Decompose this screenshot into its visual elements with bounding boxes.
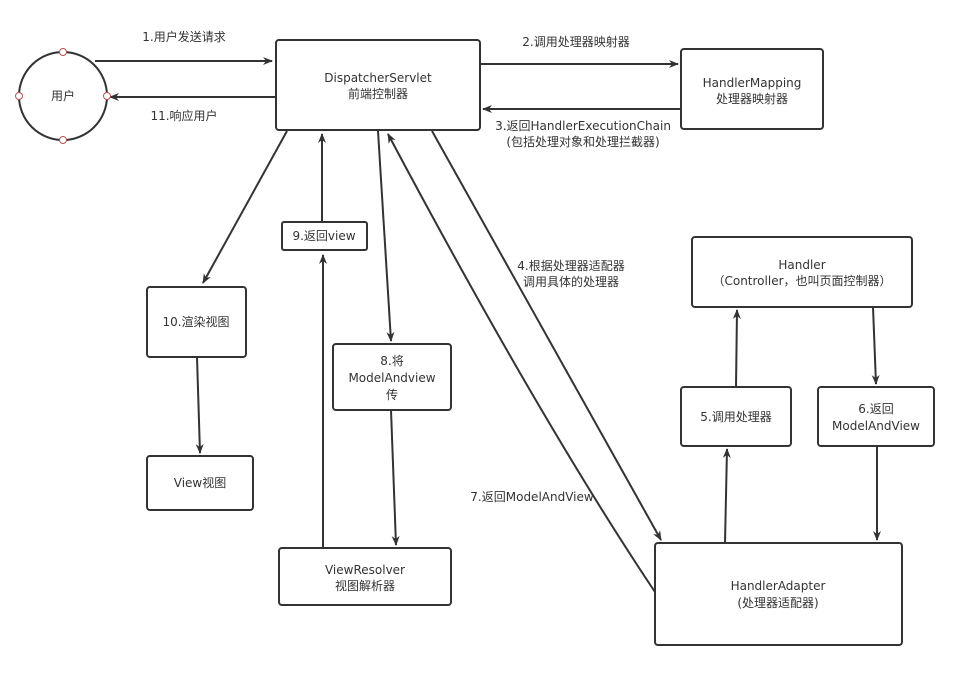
- edge-adapter-to-call: [722, 448, 731, 544]
- edge-to-pass-mav: [377, 130, 395, 342]
- return-mav-line1: 6.返回: [858, 402, 893, 416]
- edge-4-to-adapter: [431, 130, 662, 541]
- dispatcher-title: DispatcherServlet: [324, 71, 432, 85]
- edge-label-7: 7.返回ModelAndView: [470, 490, 594, 504]
- return-mav-line2: ModelAndView: [832, 419, 920, 433]
- adapter-subtitle: (处理器适配器): [737, 596, 818, 610]
- handler-subtitle: （Controller，也叫页面控制器）: [712, 274, 891, 288]
- resolver-title: ViewResolver: [325, 563, 405, 577]
- pass-mav-line1: 8.将: [380, 354, 403, 368]
- edge-label-11: 11.响应用户: [150, 108, 217, 123]
- edge-label-3a: 3.返回HandlerExecutionChain: [495, 119, 671, 133]
- call-handler-label: 5.调用处理器: [700, 410, 771, 424]
- node-user[interactable]: 用户: [15, 48, 111, 144]
- edge-label-4a: 4.根据处理器适配器: [517, 259, 624, 273]
- handler-title: Handler: [778, 258, 825, 272]
- node-handler-mapping[interactable]: HandlerMapping 处理器映射器: [680, 48, 824, 130]
- edge-render-to-view: [195, 356, 204, 454]
- node-pass-modelandview[interactable]: 8.将 ModelAndview 传: [332, 343, 452, 411]
- node-handler[interactable]: Handler （Controller，也叫页面控制器）: [691, 236, 913, 308]
- resolver-subtitle: 视图解析器: [335, 578, 395, 593]
- view-label: View视图: [174, 475, 226, 490]
- node-handler-adapter[interactable]: HandlerAdapter (处理器适配器): [654, 542, 903, 646]
- node-return-view[interactable]: 9.返回view: [281, 221, 368, 251]
- edge-7-return-mav: [387, 133, 656, 593]
- edge-label-2: 2.调用处理器映射器: [522, 34, 629, 49]
- edge-label-4b: 调用具体的处理器: [523, 274, 619, 289]
- mapping-subtitle: 处理器映射器: [716, 91, 788, 106]
- node-view-resolver[interactable]: ViewResolver 视图解析器: [278, 547, 452, 606]
- edge-handler-to-return: [871, 306, 880, 385]
- return-view-label: 9.返回view: [292, 229, 355, 243]
- edge-label-1: 1.用户发送请求: [142, 29, 225, 44]
- render-label: 10.渲染视图: [162, 314, 229, 329]
- node-return-modelandview[interactable]: 6.返回 ModelAndView: [817, 386, 935, 447]
- adapter-title: HandlerAdapter: [731, 579, 826, 593]
- pass-mav-line3: 传: [386, 387, 398, 402]
- edge-call-to-handler: [732, 309, 741, 388]
- pass-mav-line2: ModelAndview: [348, 371, 435, 385]
- dispatcher-subtitle: 前端控制器: [348, 86, 408, 101]
- node-dispatcher-servlet[interactable]: DispatcherServlet 前端控制器: [275, 39, 481, 131]
- edge-to-render: [202, 130, 288, 284]
- user-label: 用户: [51, 88, 75, 103]
- node-render-view[interactable]: 10.渲染视图: [146, 286, 247, 358]
- edge-to-resolver: [390, 409, 400, 546]
- mapping-title: HandlerMapping: [703, 76, 802, 90]
- node-view[interactable]: View视图: [146, 455, 254, 511]
- edge-label-3b: (包括处理对象和处理拦截器): [506, 134, 659, 149]
- node-call-handler[interactable]: 5.调用处理器: [680, 386, 792, 447]
